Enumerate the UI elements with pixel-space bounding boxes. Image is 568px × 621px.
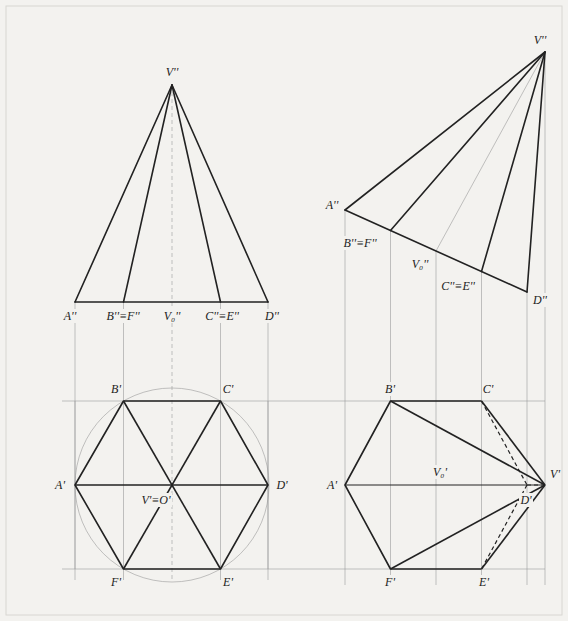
point-label: V₀'	[432, 465, 448, 479]
point-label: F'	[110, 575, 122, 589]
point-label: D''	[264, 309, 280, 323]
point-label: B'	[384, 382, 396, 396]
point-label: V''	[165, 65, 179, 79]
point-label: D''	[532, 293, 548, 307]
point-label: D'	[519, 493, 532, 507]
point-label: V''	[533, 33, 547, 47]
point-label: V₀''	[163, 309, 182, 323]
point-label: A'	[326, 478, 338, 492]
point-label: V'	[549, 467, 561, 481]
point-label: A'	[54, 478, 66, 492]
point-label: C'	[482, 382, 495, 396]
point-label: C''≡E''	[204, 309, 240, 323]
point-label: B''≡F''	[342, 236, 377, 250]
point-label: B'	[110, 382, 122, 396]
point-label: F'	[384, 575, 396, 589]
point-label: V₀''	[411, 257, 430, 271]
point-label: C'	[222, 382, 235, 396]
point-label: A''	[63, 309, 77, 323]
point-label: E'	[478, 575, 490, 589]
point-label: V'≡O'	[140, 493, 171, 507]
point-label: B''≡F''	[105, 309, 140, 323]
point-label: E'	[222, 575, 234, 589]
point-label: A''	[325, 198, 339, 212]
point-label: C''≡E''	[440, 279, 476, 293]
point-label: D'	[275, 478, 288, 492]
